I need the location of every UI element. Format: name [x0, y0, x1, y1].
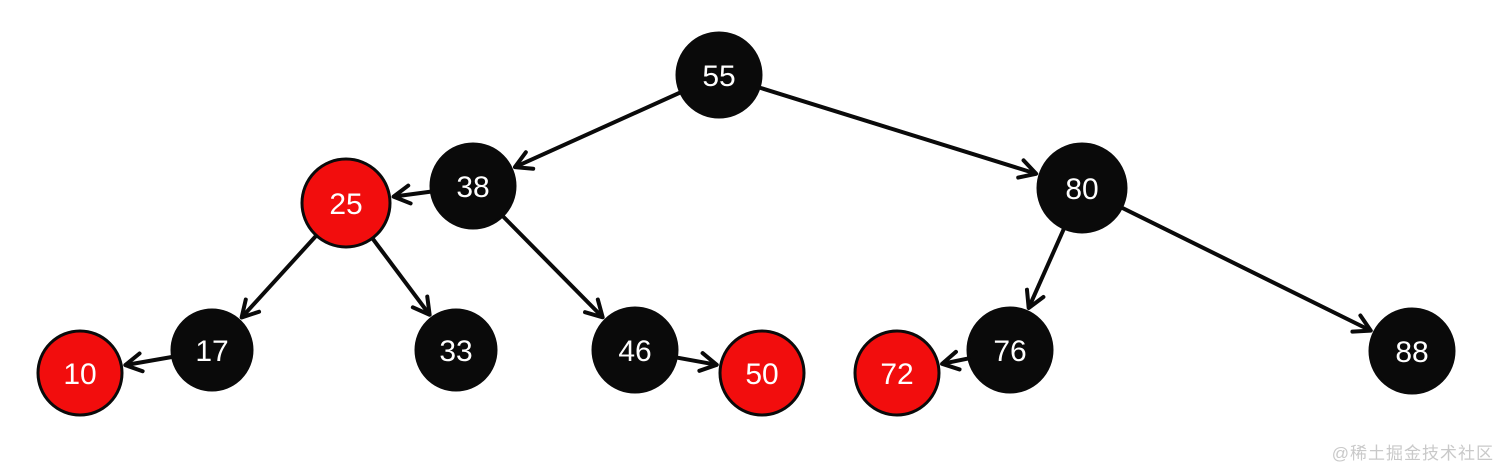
- node-circle-black: [414, 308, 498, 392]
- node-value: 33: [439, 335, 472, 368]
- tree-node-33: 33: [414, 308, 498, 392]
- node-value: 25: [329, 188, 362, 221]
- tree-node-80: 80: [1036, 142, 1128, 234]
- tree-node-46: 46: [591, 306, 679, 394]
- tree-node-55: 55: [675, 31, 763, 119]
- node-value: 46: [618, 335, 651, 368]
- tree-node-50: 50: [718, 329, 806, 417]
- node-value: 50: [745, 358, 778, 391]
- node-circle-black: [1368, 307, 1456, 395]
- node-value: 10: [63, 358, 96, 391]
- tree-node-72: 72: [853, 329, 941, 417]
- node-value: 76: [993, 335, 1026, 368]
- node-circle-black: [170, 308, 254, 392]
- node-circle-black: [675, 31, 763, 119]
- node-value: 55: [702, 60, 735, 93]
- node-circle-red: [300, 157, 392, 249]
- tree-node-17: 17: [170, 308, 254, 392]
- tree-node-38: 38: [429, 142, 517, 230]
- edge-55-80: [718, 73, 1039, 180]
- node-circle-black: [429, 142, 517, 230]
- node-circle-black: [966, 306, 1054, 394]
- tree-node-76: 76: [966, 306, 1054, 394]
- node-value: 72: [880, 358, 913, 391]
- node-circle-red: [853, 329, 941, 417]
- node-value: 38: [456, 171, 489, 204]
- tree-node-25: 25: [300, 157, 392, 249]
- edge-80-88: [1081, 186, 1373, 334]
- node-circle-red: [718, 329, 806, 417]
- watermark: @稀土掘金技术社区: [1331, 444, 1494, 463]
- node-value: 17: [195, 335, 228, 368]
- node-circle-black: [1036, 142, 1128, 234]
- node-circle-black: [591, 306, 679, 394]
- node-circle-red: [36, 329, 124, 417]
- tree-node-88: 88: [1368, 307, 1456, 395]
- node-value: 80: [1065, 173, 1098, 206]
- node-value: 88: [1395, 336, 1428, 369]
- tree-node-10: 10: [36, 329, 124, 417]
